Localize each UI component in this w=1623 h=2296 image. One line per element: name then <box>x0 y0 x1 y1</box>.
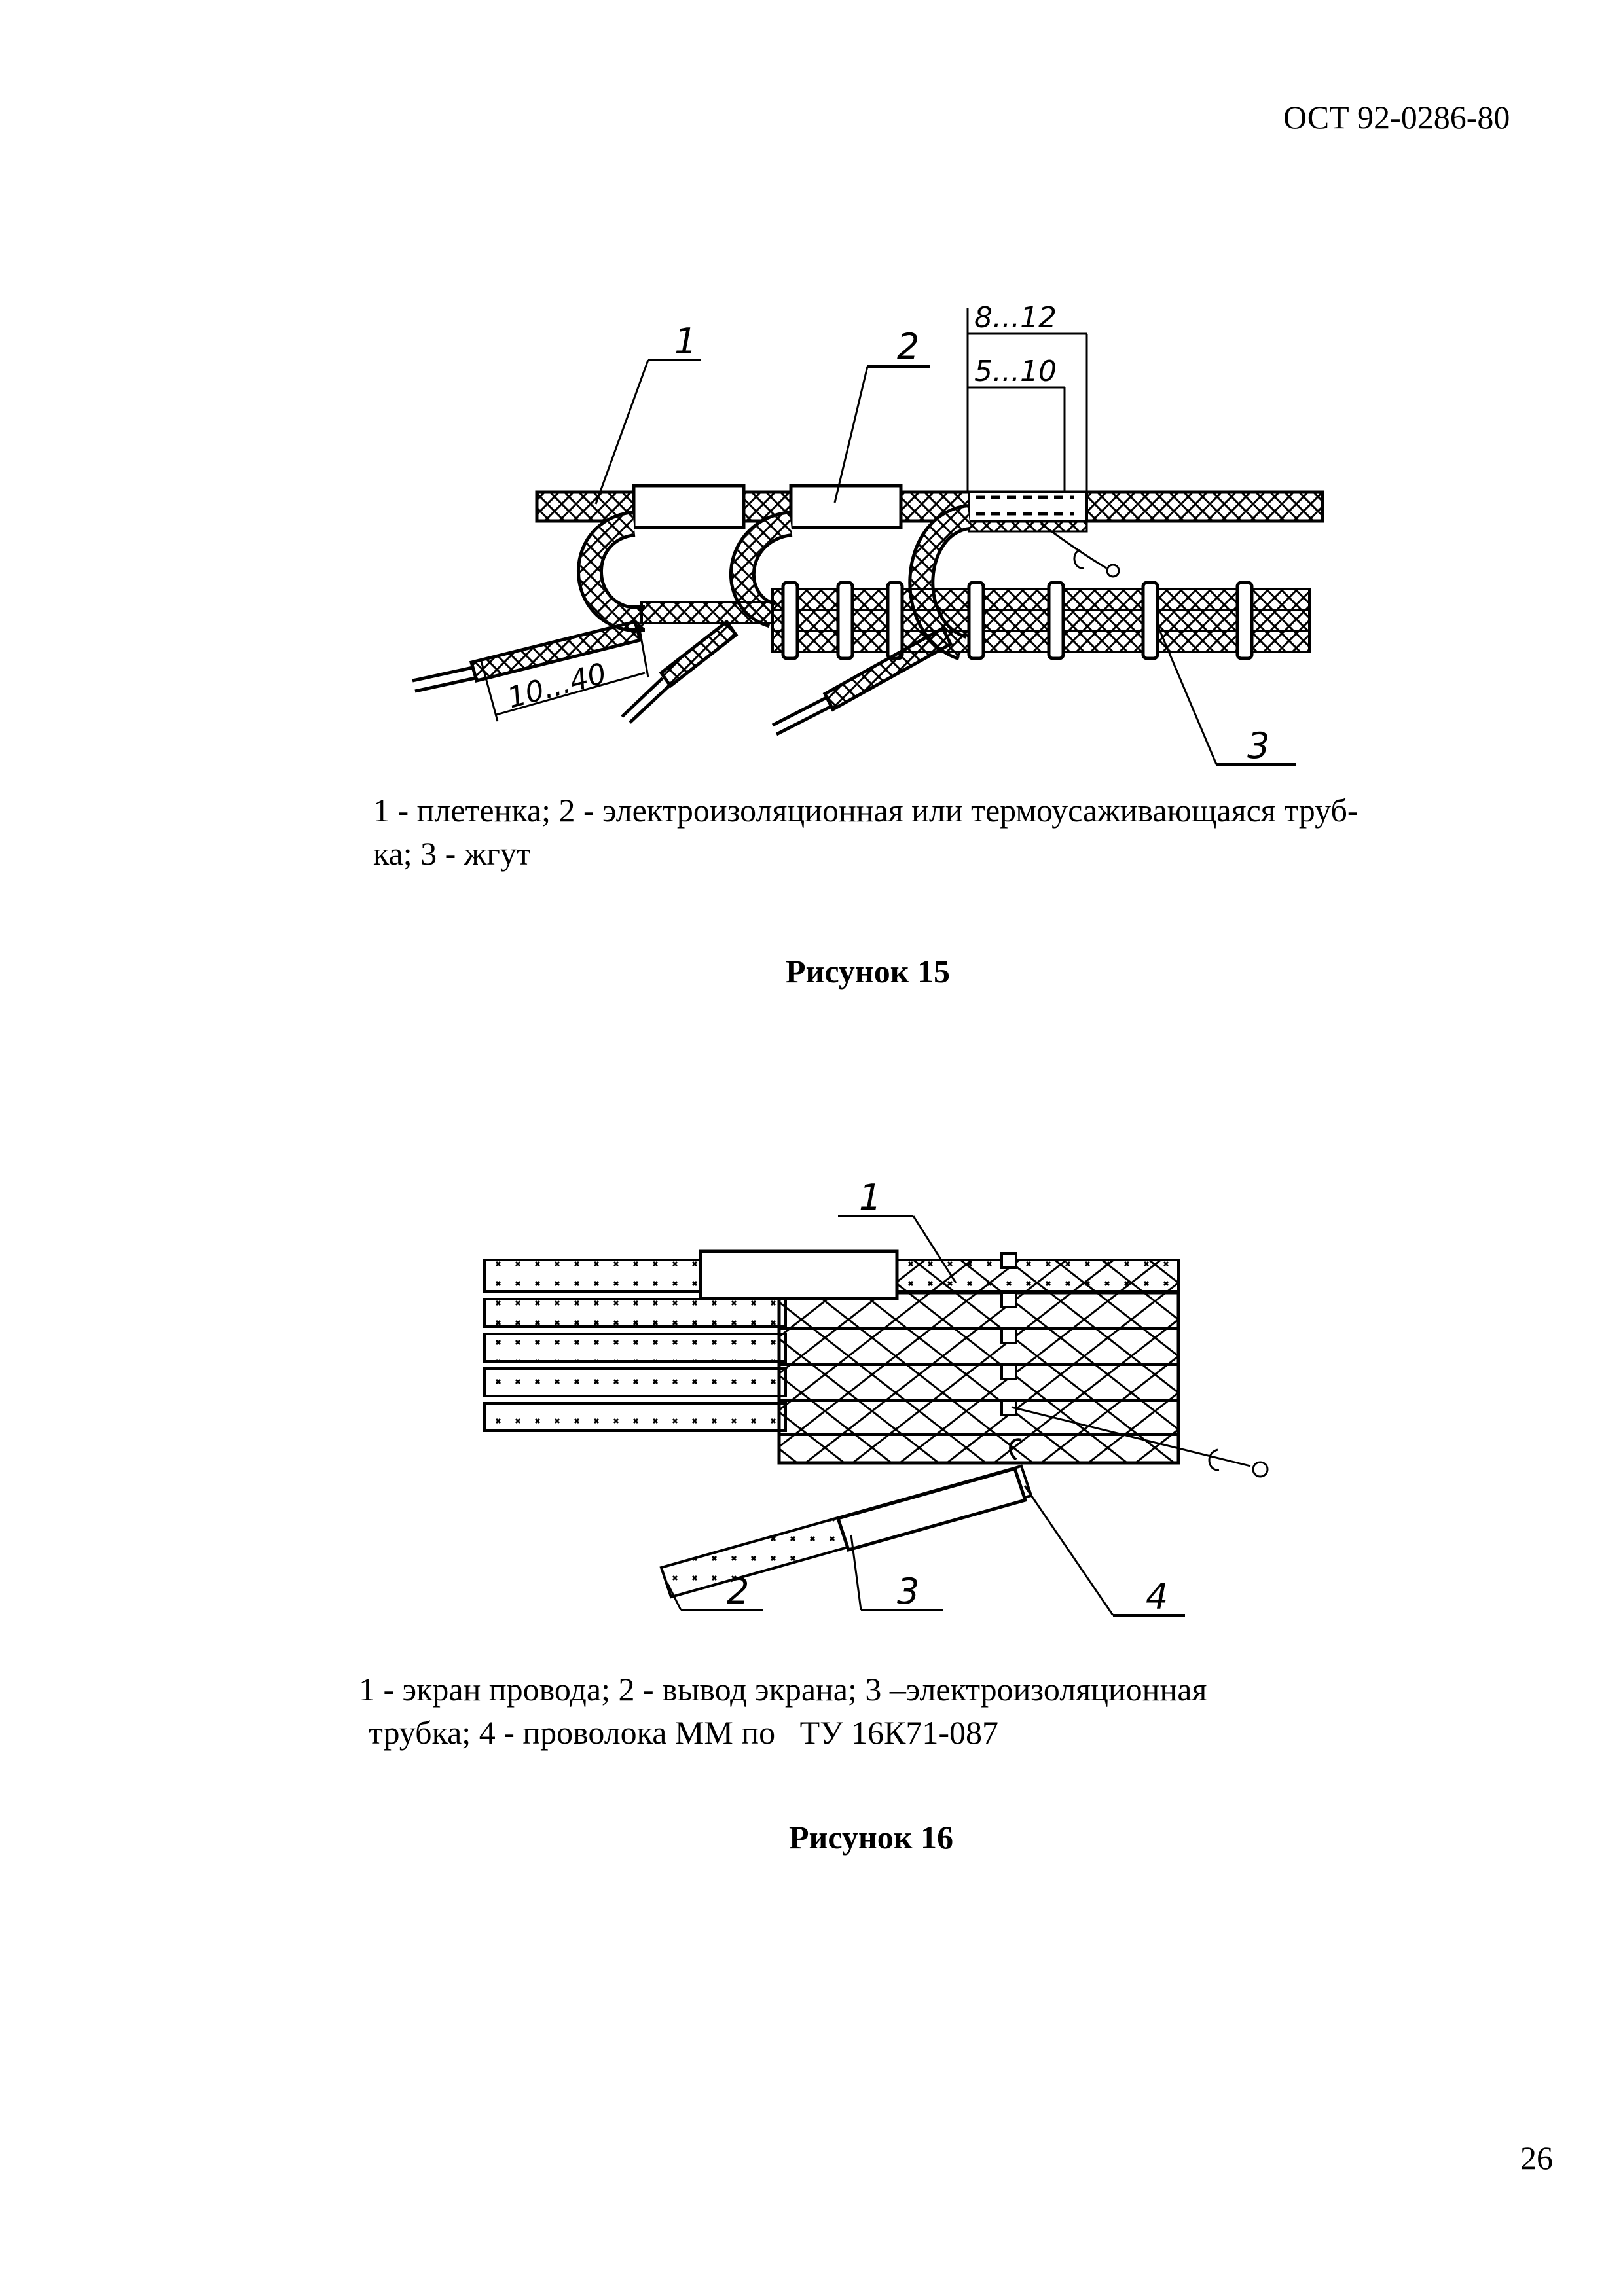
dim-5-10: 5...10 <box>974 355 1057 388</box>
fig16-label-1: 1 <box>859 1177 881 1218</box>
top-tube <box>699 1249 899 1300</box>
figure-16-drawing: 1 2 3 4 <box>483 1177 1269 1617</box>
page-number: 26 <box>1520 2140 1553 2176</box>
document-code: ОСТ 92-0286-80 <box>1283 99 1510 135</box>
figure-15-caption-line-1: 1 - плетенка; 2 - электроизоляционная ил… <box>373 792 1359 829</box>
fig15-label-2: 2 <box>897 326 919 367</box>
figure-16-caption-line-2: трубка; 4 - проволока ММ по ТУ 16К71-087 <box>369 1714 999 1751</box>
fig16-label-2: 2 <box>727 1571 749 1612</box>
tube-1 <box>632 484 746 529</box>
fig16-label-4: 4 <box>1146 1576 1168 1617</box>
dim-8-12: 8...12 <box>974 301 1057 334</box>
wire-screen <box>777 1291 1180 1465</box>
fig15-label-3: 3 <box>1247 725 1269 766</box>
fig16-label-3: 3 <box>897 1571 919 1612</box>
figure-15-title: Рисунок 15 <box>786 953 951 990</box>
figure-16-title: Рисунок 16 <box>789 1819 954 1856</box>
figure-15-drawing: 10...40 8...12 5...10 1 2 3 <box>412 301 1324 766</box>
tube-2 <box>789 484 903 529</box>
fig15-label-1: 1 <box>674 321 697 362</box>
figure-15-caption-line-2: ка; 3 - жгут <box>373 835 531 872</box>
lead-tube <box>835 1466 1028 1552</box>
figure-15-caption: 1 - плетенка; 2 - электроизоляционная ил… <box>373 789 1565 875</box>
figure-16-caption-line-1: 1 - экран провода; 2 - вывод экрана; 3 –… <box>359 1671 1207 1708</box>
figure-16-caption: 1 - экран провода; 2 - вывод экрана; 3 –… <box>359 1668 1406 1754</box>
